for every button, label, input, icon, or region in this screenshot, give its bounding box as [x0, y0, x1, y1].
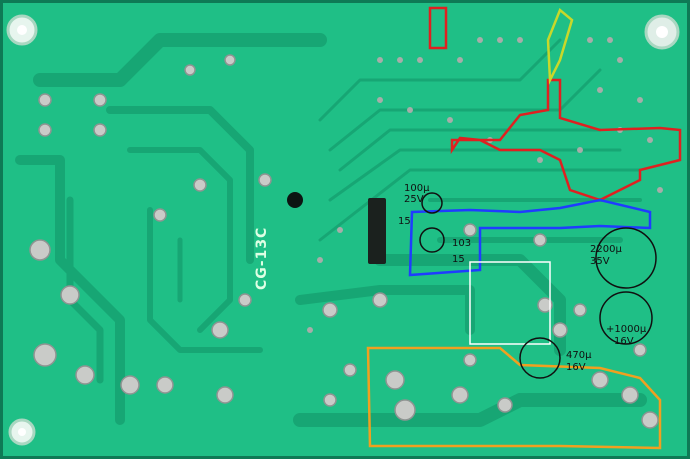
cap-470-voltage: 16V: [566, 362, 586, 373]
mounting-holes: [6, 14, 680, 446]
res-103: 103: [452, 238, 471, 249]
board-code-label: CG-13C: [254, 227, 270, 290]
res-15-a: 15: [398, 216, 411, 227]
cap-small-voltage: 25V: [404, 194, 424, 205]
res-103-circle: [419, 227, 445, 253]
cap-1000-voltage: 16V: [614, 336, 634, 347]
capacitor-symbols: [419, 192, 657, 379]
blue-outline: [408, 198, 652, 277]
cap-main-voltage: 35V: [590, 256, 610, 267]
red-outline-small: [428, 6, 448, 50]
res-15-b: 15: [452, 254, 465, 265]
annotation-outlines: [366, 6, 682, 450]
cap-2200u-circle: [595, 227, 657, 289]
white-outline: [469, 261, 551, 345]
cap-small-value: 100µ: [404, 183, 430, 194]
cap-1000-value: +1000µ: [606, 324, 647, 335]
cap-100u-circle: [421, 192, 443, 214]
solder-joints: [29, 54, 659, 429]
orange-outline: [366, 346, 662, 450]
red-outline-large: [450, 78, 682, 202]
cap-470u-circle: [519, 337, 561, 379]
cap-1000u-circle: [599, 291, 653, 345]
cap-470-value: 470µ: [566, 350, 592, 361]
cap-main-value: 2200µ: [590, 244, 622, 255]
connector-header: [368, 198, 386, 264]
yellow-outline: [546, 7, 574, 85]
